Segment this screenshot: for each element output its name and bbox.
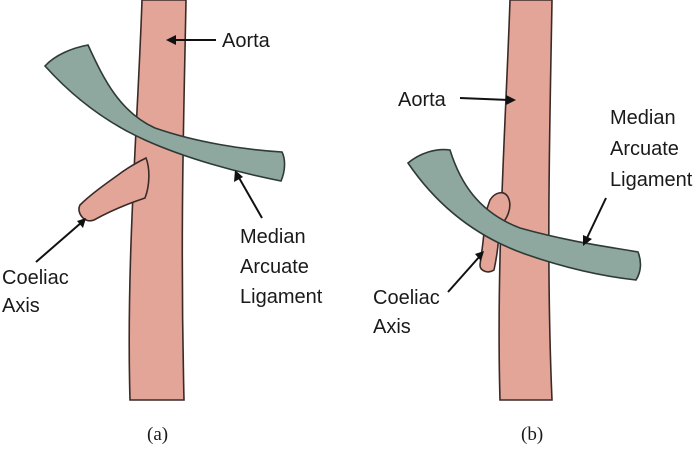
panel-b-ligament-label-line2: Arcuate [610,138,679,160]
panel-b-aorta-arrow [459,97,511,101]
panel-a-coeliac-arrow [35,221,83,263]
panel-a: Aorta Median Arcuate Ligament Coeliac Ax… [2,0,323,445]
panel-a-median-arcuate-ligament [43,44,286,182]
panel-b: Aorta Median Arcuate Ligament Coeliac Ax… [373,0,693,445]
panel-a-caption: (a) [147,424,168,445]
panel-a-coeliac-axis [78,156,150,222]
panel-a-ligament-arrow [237,175,263,219]
panel-a-aorta-arrowhead [166,35,176,45]
panel-b-aorta-label: Aorta [398,89,447,111]
panel-a-coeliac-arrowhead [77,218,86,228]
panel-b-coeliac-label-line1: Coeliac [373,287,440,309]
panel-b-coeliac-arrow [447,255,481,293]
panel-b-ligament-arrowhead [583,235,592,246]
panel-b-aorta-arrowhead [506,95,516,105]
panel-a-ligament-label-line3: Ligament [240,286,323,308]
panel-b-median-arcuate-ligament [406,148,642,281]
panel-a-ligament-label-line2: Arcuate [240,256,309,278]
panel-a-aorta-label: Aorta [222,30,271,52]
panel-a-ligament-arrowhead [234,170,243,182]
panel-b-ligament-arrow [585,197,607,241]
panel-a-coeliac-label-line1: Coeliac [2,267,69,289]
panel-b-coeliac-arrowhead [475,251,484,261]
panel-a-ligament-label-line1: Median [240,226,306,248]
panel-b-ligament-label-line3: Ligament [610,169,693,191]
panel-b-caption: (b) [521,424,543,445]
panel-a-coeliac-label-line2: Axis [2,295,40,317]
panel-b-ligament-label-line1: Median [610,107,676,129]
panel-b-coeliac-label-line2: Axis [373,316,411,338]
